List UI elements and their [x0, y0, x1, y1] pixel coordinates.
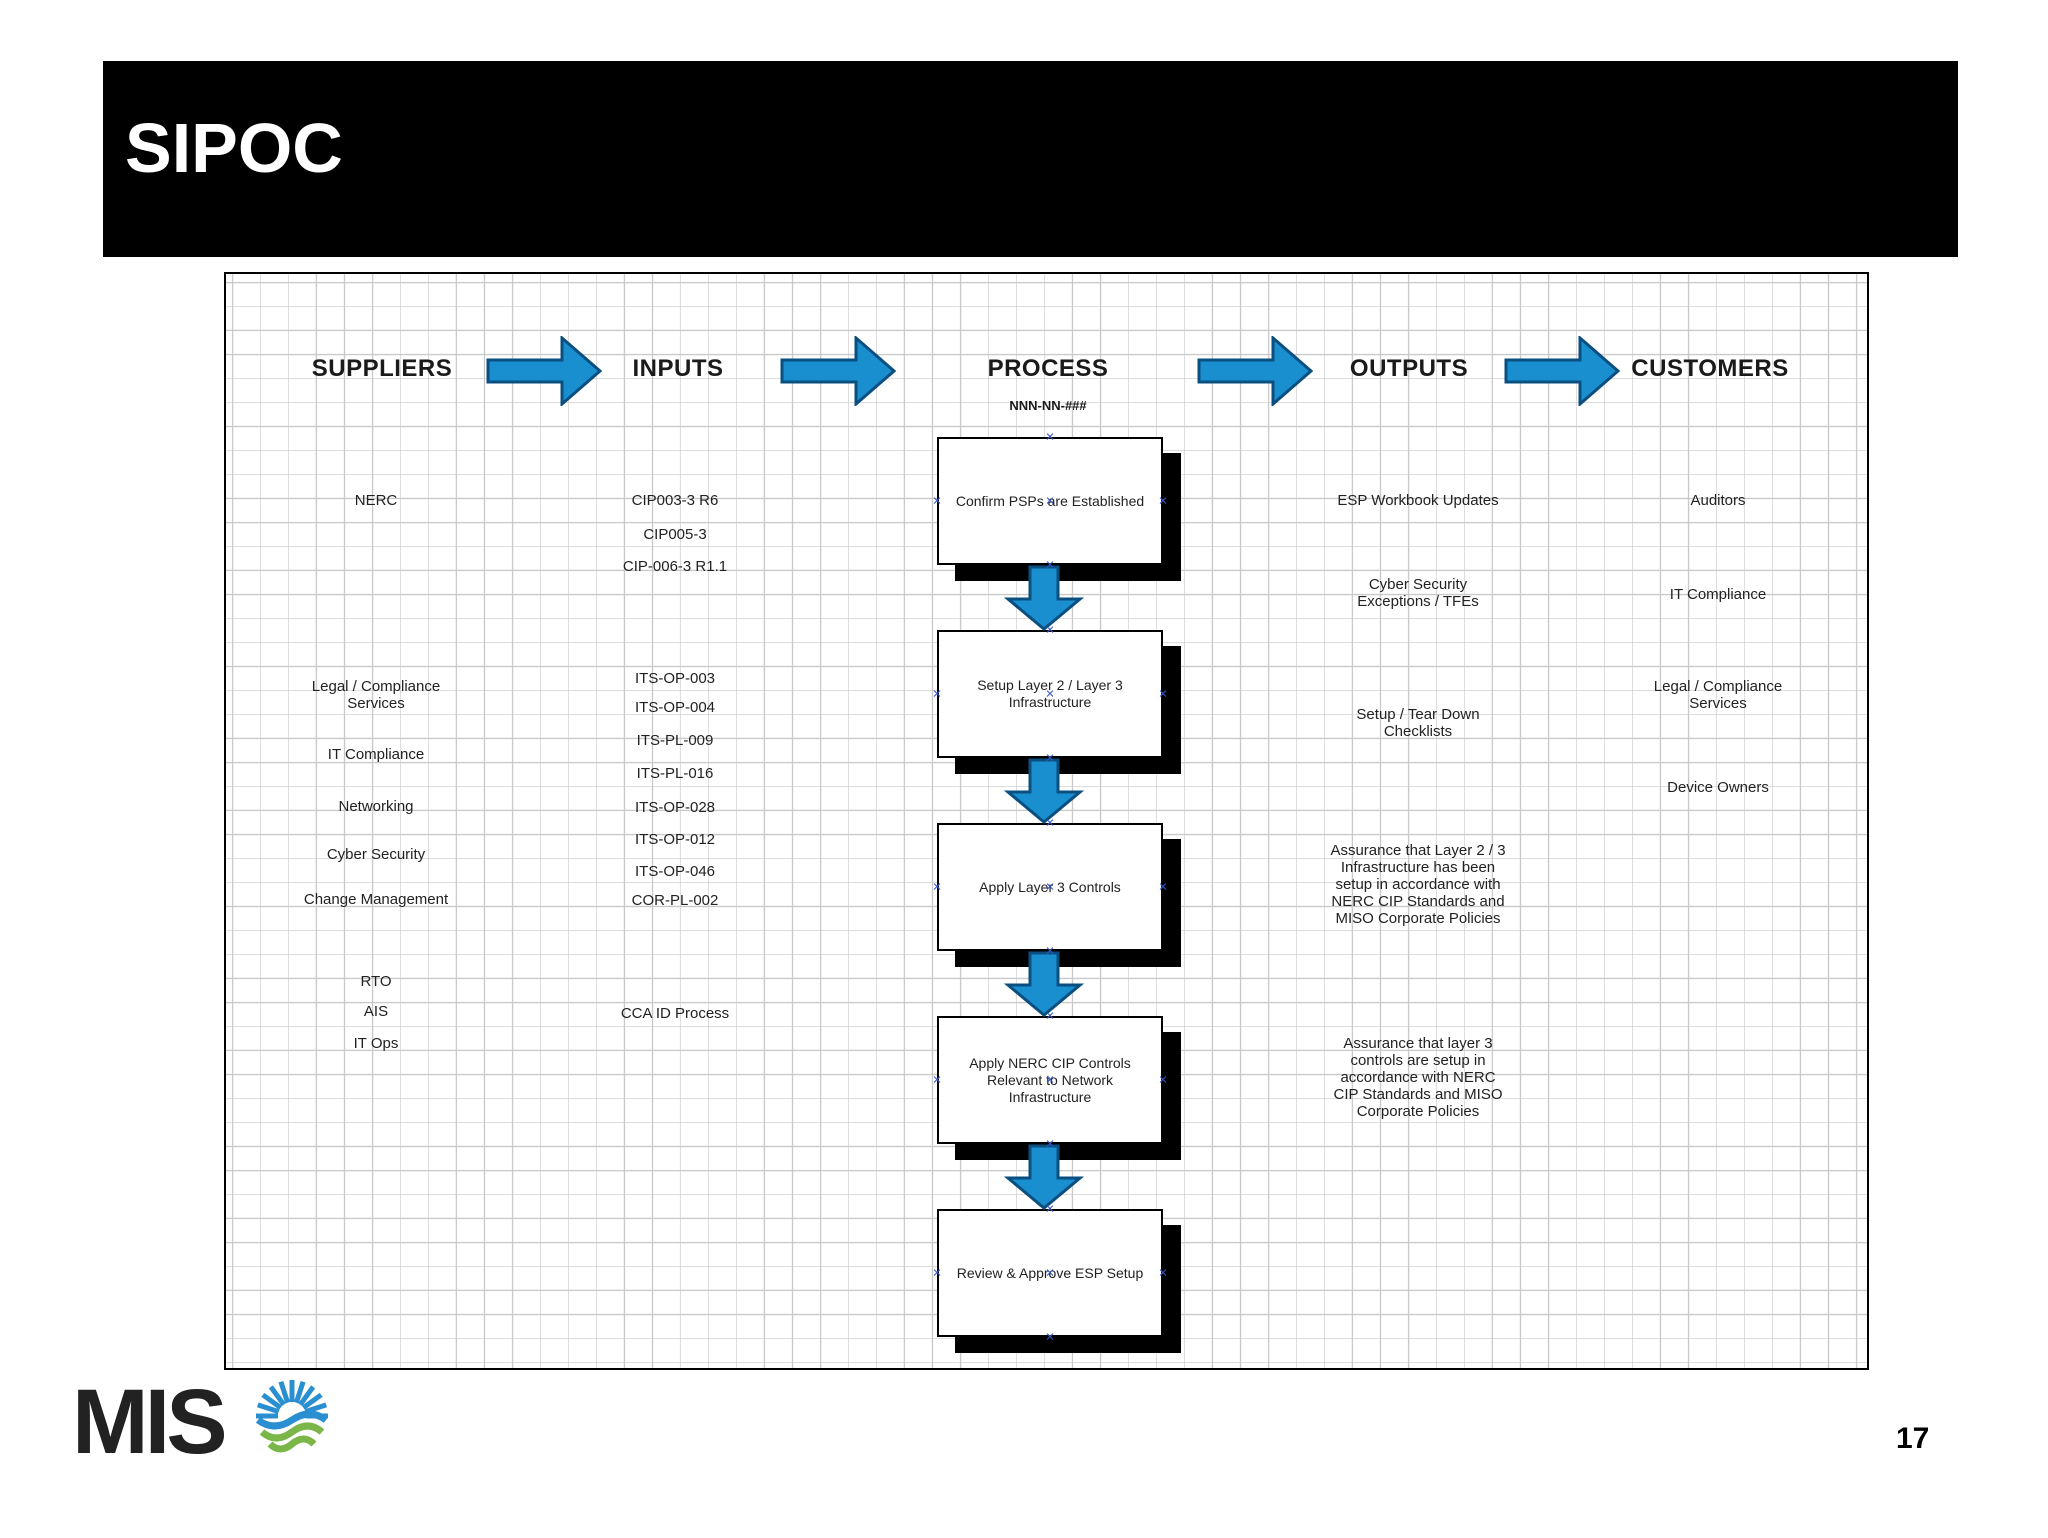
connection-point-icon: ×	[1045, 1135, 1055, 1153]
input-item: CIP005-3	[643, 526, 707, 543]
connection-point-icon: ×	[1045, 1200, 1055, 1218]
output-item: Assurance that layer 3 controls are setu…	[1333, 1035, 1503, 1120]
process-step-label: Setup Layer 2 / Layer 3 Infrastructure	[937, 630, 1163, 758]
input-item: CIP-006-3 R1.1	[622, 558, 728, 575]
right-arrow-icon	[1197, 336, 1313, 406]
header-inputs: INPUTS	[632, 355, 724, 382]
miso-logo: MIS	[72, 1372, 332, 1468]
supplier-item: Legal / Compliance Services	[311, 678, 441, 712]
process-step-label: Confirm PSPs are Established	[937, 437, 1163, 565]
connection-point-icon: ×	[1045, 621, 1055, 639]
supplier-item: IT Compliance	[327, 746, 425, 763]
connection-point-icon: ×	[1045, 556, 1055, 574]
supplier-item: Networking	[338, 798, 414, 815]
connection-point-icon: ×	[932, 492, 942, 510]
connection-point-icon: ×	[1045, 1328, 1055, 1346]
input-item: ITS-OP-012	[634, 831, 716, 848]
connection-point-icon: ×	[1158, 1071, 1168, 1089]
output-item: ESP Workbook Updates	[1337, 492, 1499, 509]
process-step: Review & Approve ESP Setup	[937, 1209, 1181, 1353]
input-item: ITS-OP-046	[634, 863, 716, 880]
right-arrow-icon	[486, 336, 602, 406]
connection-point-icon: ×	[1045, 685, 1055, 703]
header-suppliers: SUPPLIERS	[311, 355, 453, 382]
slide-title: SIPOC	[125, 109, 343, 187]
supplier-item: RTO	[360, 973, 392, 990]
supplier-item: IT Ops	[353, 1035, 399, 1052]
down-arrow-icon	[1004, 758, 1084, 824]
supplier-item: Change Management	[303, 891, 449, 908]
supplier-item: Cyber Security	[326, 846, 426, 863]
connection-point-icon: ×	[1045, 942, 1055, 960]
connection-point-icon: ×	[1158, 1264, 1168, 1282]
connection-point-icon: ×	[1045, 814, 1055, 832]
connection-point-icon: ×	[1045, 1007, 1055, 1025]
customer-item: Legal / Compliance Services	[1653, 678, 1783, 712]
connection-point-icon: ×	[1158, 685, 1168, 703]
connection-point-icon: ×	[932, 878, 942, 896]
supplier-item: NERC	[354, 492, 398, 509]
input-item: CIP003-3 R6	[631, 492, 719, 509]
process-step: Setup Layer 2 / Layer 3 Infrastructure	[937, 630, 1181, 774]
connection-point-icon: ×	[1045, 878, 1055, 896]
connection-point-icon: ×	[1158, 492, 1168, 510]
connection-point-icon: ×	[932, 685, 942, 703]
down-arrow-icon	[1004, 565, 1084, 631]
process-step-label: Apply NERC CIP Controls Relevant to Netw…	[937, 1016, 1163, 1144]
header-customers: CUSTOMERS	[1631, 355, 1789, 382]
process-step-label: Review & Approve ESP Setup	[937, 1209, 1163, 1337]
customer-item: IT Compliance	[1669, 586, 1767, 603]
connection-point-icon: ×	[1045, 492, 1055, 510]
output-item: Assurance that Layer 2 / 3 Infrastructur…	[1330, 842, 1506, 927]
customer-item: Device Owners	[1667, 779, 1769, 796]
title-bar: SIPOC	[103, 61, 1958, 257]
globe-logo-icon	[255, 1380, 329, 1453]
down-arrow-icon	[1004, 951, 1084, 1017]
customer-item: Auditors	[1690, 492, 1746, 509]
input-item: CCA ID Process	[620, 1005, 730, 1022]
right-arrow-icon	[780, 336, 896, 406]
output-item: Cyber Security Exceptions / TFEs	[1357, 576, 1479, 610]
down-arrow-icon	[1004, 1144, 1084, 1210]
output-item: Setup / Tear Down Checklists	[1356, 706, 1480, 740]
process-step: Confirm PSPs are Established	[937, 437, 1181, 581]
connection-point-icon: ×	[1045, 749, 1055, 767]
sipoc-diagram: SUPPLIERS INPUTS PROCESS OUTPUTS CUSTOME…	[224, 272, 1869, 1370]
process-step: Apply Layer 3 Controls	[937, 823, 1181, 967]
header-process: PROCESS	[987, 355, 1109, 382]
input-item: ITS-PL-016	[636, 765, 714, 782]
connection-point-icon: ×	[932, 1071, 942, 1089]
input-item: ITS-PL-009	[636, 732, 714, 749]
connection-point-icon: ×	[1045, 1264, 1055, 1282]
connection-point-icon: ×	[1158, 878, 1168, 896]
header-outputs: OUTPUTS	[1349, 355, 1469, 382]
connection-point-icon: ×	[932, 1264, 942, 1282]
process-step-label: Apply Layer 3 Controls	[937, 823, 1163, 951]
process-step: Apply NERC CIP Controls Relevant to Netw…	[937, 1016, 1181, 1160]
input-item: COR-PL-002	[631, 892, 719, 909]
supplier-item: AIS	[363, 1003, 389, 1020]
connection-point-icon: ×	[1045, 428, 1055, 446]
process-code: NNN-NN-###	[1009, 398, 1087, 413]
right-arrow-icon	[1504, 336, 1620, 406]
logo-text: MIS	[72, 1371, 228, 1473]
input-item: ITS-OP-028	[634, 799, 716, 816]
input-item: ITS-OP-003	[634, 670, 716, 687]
page-number: 17	[1896, 1422, 1930, 1455]
input-item: ITS-OP-004	[634, 699, 716, 716]
connection-point-icon: ×	[1045, 1071, 1055, 1089]
